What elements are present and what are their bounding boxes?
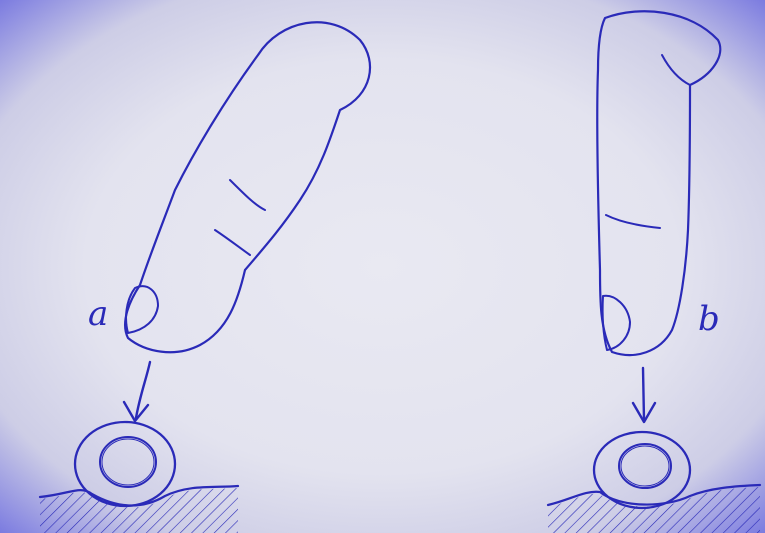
finger-a: [125, 22, 370, 352]
ground-b: [548, 485, 760, 533]
label-b: b: [698, 299, 720, 339]
label-a: a: [88, 294, 108, 334]
arrow-b: [633, 368, 655, 422]
ground-a: [40, 486, 238, 533]
arrow-a: [124, 362, 150, 421]
